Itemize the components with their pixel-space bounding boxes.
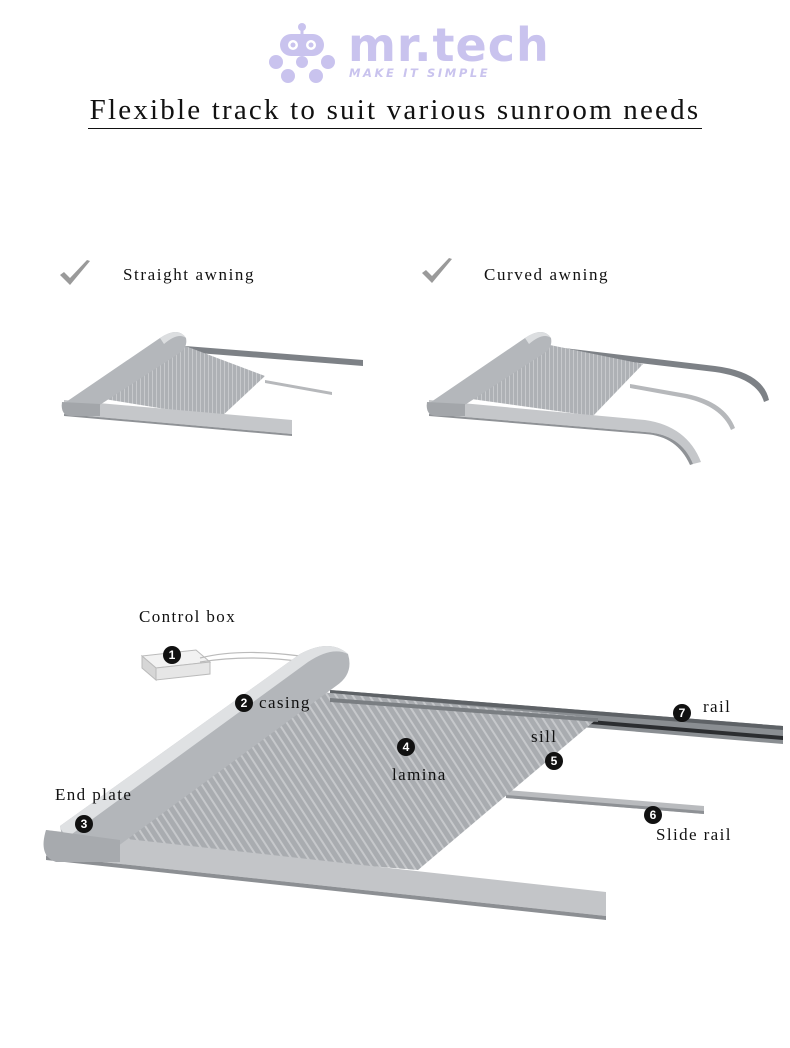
curved-awning-illustration [426,332,769,465]
option-label-curved: Curved awning [484,265,610,284]
callout-badge-2: 2 [235,694,253,712]
brand-tagline: MAKE IT SIMPLE [349,66,491,80]
callout-label-end-plate: End plate [55,785,133,804]
callout-label-casing: casing [259,693,311,712]
brand-name: mr.tech [348,18,550,72]
bottom-rail [46,830,606,916]
page-title-text: Flexible track to suit various sunroom n… [87,94,703,129]
callout-label-lamina: lamina [392,765,447,784]
robot-logo-icon [269,23,335,83]
brand-logo: mr.tech MAKE IT SIMPLE [262,18,549,84]
callout-label-control-box: Control box [139,607,237,626]
awning-parts-diagram [43,646,783,920]
callout-label-rail: rail [703,697,732,716]
lamina [96,692,598,870]
callout-badge-1: 1 [163,646,181,664]
check-icon [60,260,90,285]
callout-badge-7: 7 [673,704,691,722]
callout-badge-3: 3 [75,815,93,833]
callout-badge-6: 6 [644,806,662,824]
option-label-straight: Straight awning [123,265,256,284]
callout-label-slide-rail: Slide rail [656,825,732,844]
straight-awning-illustration [61,332,363,436]
page-title: Flexible track to suit various sunroom n… [0,94,790,129]
callout-label-sill: sill [531,727,558,746]
callout-badge-5: 5 [545,752,563,770]
end-plate [43,830,120,862]
callout-badge-4: 4 [397,738,415,756]
check-icon [422,258,452,283]
casing [60,646,350,863]
